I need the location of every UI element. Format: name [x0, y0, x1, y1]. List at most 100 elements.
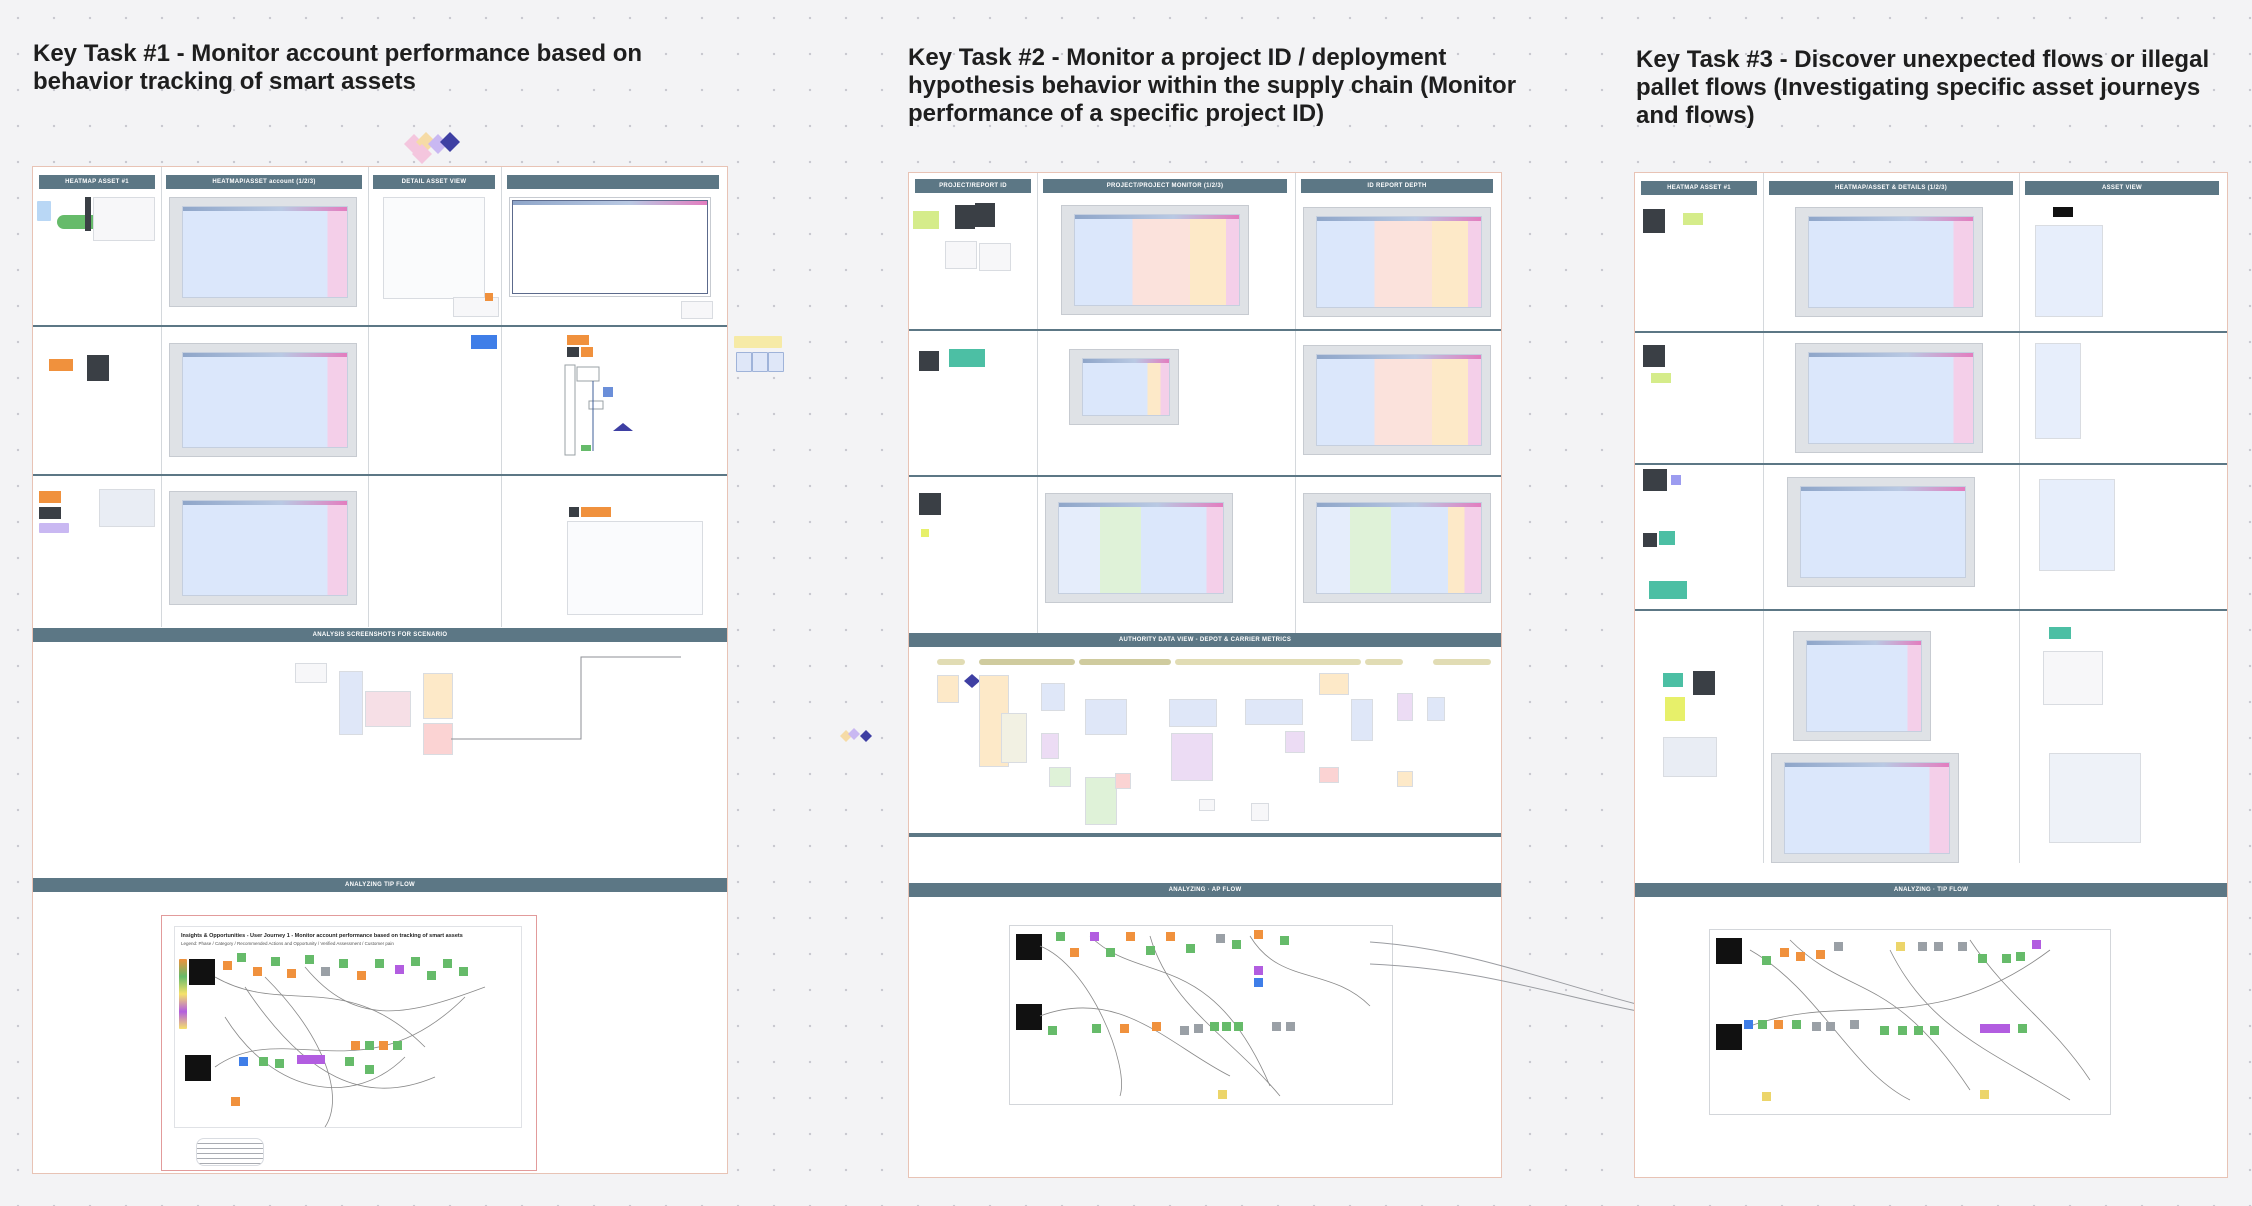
asset-view-thumb[interactable] [2049, 753, 2141, 843]
doc-card[interactable] [1199, 799, 1215, 811]
task2-flow-diagram[interactable] [1009, 925, 1393, 1105]
sticky-note[interactable] [921, 529, 929, 537]
asset-view-thumb[interactable] [2035, 225, 2103, 317]
doc-card[interactable] [1251, 803, 1269, 821]
doc-card[interactable] [1397, 693, 1413, 721]
task1-flow-diagram[interactable]: Insights & Opportunities - User Journey … [161, 915, 537, 1171]
heatmap-asset-frame[interactable] [1795, 207, 1983, 317]
doc-card[interactable] [1285, 731, 1305, 753]
sticky-note[interactable] [471, 335, 497, 349]
diamond-sticker-cluster-2[interactable] [838, 726, 874, 746]
analysis-card[interactable] [365, 691, 411, 727]
sticky-note[interactable] [1663, 673, 1683, 687]
sticky-note[interactable] [2049, 627, 2071, 639]
sticky-note[interactable] [913, 211, 939, 229]
asset-view-thumb[interactable] [2035, 343, 2081, 439]
analysis-card[interactable] [423, 723, 453, 755]
timeline-screenshot-frame[interactable] [509, 197, 711, 297]
sticky-note[interactable] [85, 197, 91, 231]
heatmap-asset-frame-row4b[interactable] [1771, 753, 1959, 863]
detail-asset-view-thumb[interactable] [383, 197, 485, 299]
task1-board[interactable]: HEATMAP ASSET #1 HEATMAP/ASSET account (… [32, 166, 728, 1174]
sticky-note[interactable] [569, 507, 579, 517]
screenshot-thumb[interactable] [93, 197, 155, 241]
task1-col-divider [368, 167, 369, 627]
screenshot-thumb[interactable] [99, 489, 155, 527]
sticky-note[interactable] [567, 335, 589, 345]
heatmap-asset-frame-row2[interactable] [1795, 343, 1983, 453]
doc-card[interactable] [1245, 699, 1303, 725]
sticky-note[interactable] [1649, 581, 1687, 599]
id-report-frame[interactable] [1303, 207, 1491, 317]
sticky-note[interactable] [1665, 697, 1685, 721]
diamond-sticker-cluster[interactable] [400, 130, 464, 166]
sticky-note[interactable] [1651, 373, 1671, 383]
doc-card[interactable] [1115, 773, 1131, 789]
doc-card[interactable] [1085, 699, 1127, 735]
doc-card[interactable] [1427, 697, 1445, 721]
heatmap-asset-frame-row3[interactable] [1787, 477, 1975, 587]
doc-card[interactable] [1397, 771, 1413, 787]
task3-board[interactable]: HEATMAP ASSET #1 HEATMAP/ASSET & DETAILS… [1634, 172, 2228, 1178]
asset-view-thumb[interactable] [2043, 651, 2103, 705]
sticky-note[interactable] [955, 205, 975, 229]
analysis-card[interactable] [295, 663, 327, 683]
doc-card[interactable] [1001, 713, 1027, 763]
screenshot-thumb[interactable] [979, 243, 1011, 271]
sticky-note[interactable] [1643, 469, 1667, 491]
sticky-note[interactable] [567, 347, 579, 357]
doc-card[interactable] [937, 675, 959, 703]
process-screenshot[interactable] [567, 521, 703, 615]
sticky-note[interactable] [1693, 671, 1715, 695]
asset-view-thumb[interactable] [2039, 479, 2115, 571]
doc-card[interactable] [1085, 777, 1117, 825]
floating-cards-widget[interactable] [734, 336, 784, 382]
doc-card[interactable] [1319, 673, 1349, 695]
heatmap-asset-frame-row4[interactable] [1793, 631, 1931, 741]
sticky-note[interactable] [975, 203, 995, 227]
sticky-note[interactable] [2053, 207, 2073, 217]
sticky-note[interactable] [1643, 209, 1665, 233]
process-diagram[interactable] [563, 361, 663, 461]
sticky-note[interactable] [581, 347, 593, 357]
notes-thumb[interactable] [681, 301, 713, 319]
doc-card[interactable] [1049, 767, 1071, 787]
sticky-note[interactable] [919, 351, 939, 371]
sticky-note[interactable] [1643, 345, 1665, 367]
project-monitor-frame[interactable] [1061, 205, 1249, 315]
task3-flow-diagram[interactable] [1709, 929, 2111, 1115]
label-chip[interactable] [37, 201, 51, 221]
doc-card[interactable] [1041, 733, 1059, 759]
doc-card[interactable] [1169, 699, 1217, 727]
task1-band-flow: ANALYZING TIP FLOW [33, 878, 727, 892]
sticky-note[interactable] [919, 493, 941, 515]
sticky-note[interactable] [1671, 475, 1681, 485]
sticky-note[interactable] [39, 507, 61, 519]
label-chip[interactable] [39, 523, 69, 533]
task1-col-divider [501, 167, 502, 627]
heatmap-screenshot-frame[interactable] [169, 197, 357, 307]
heatmap-screenshot-frame-row2[interactable] [169, 343, 357, 457]
project-monitor-frame-row3[interactable] [1045, 493, 1233, 603]
analysis-card[interactable] [423, 673, 453, 719]
id-report-frame-row3[interactable] [1303, 493, 1491, 603]
heatmap-screenshot-frame-row3[interactable] [169, 491, 357, 605]
sticky-note[interactable] [949, 349, 985, 367]
screenshot-thumb[interactable] [1663, 737, 1717, 777]
doc-card[interactable] [1041, 683, 1065, 711]
sticky-note[interactable] [485, 293, 493, 301]
sticky-note[interactable] [1683, 213, 1703, 225]
sticky-note[interactable] [581, 507, 611, 517]
id-report-frame-row2[interactable] [1303, 345, 1491, 455]
screenshot-thumb[interactable] [945, 241, 977, 269]
doc-card[interactable] [1319, 767, 1339, 783]
sticky-note[interactable] [39, 491, 61, 503]
doc-card[interactable] [1171, 733, 1213, 781]
doc-card[interactable] [1351, 699, 1373, 741]
sticky-note[interactable] [49, 359, 73, 371]
analysis-card[interactable] [339, 671, 363, 735]
sticky-note[interactable] [1659, 531, 1675, 545]
sticky-note[interactable] [1643, 533, 1657, 547]
project-monitor-frame-row2[interactable] [1069, 349, 1179, 425]
sticky-note[interactable] [87, 355, 109, 381]
